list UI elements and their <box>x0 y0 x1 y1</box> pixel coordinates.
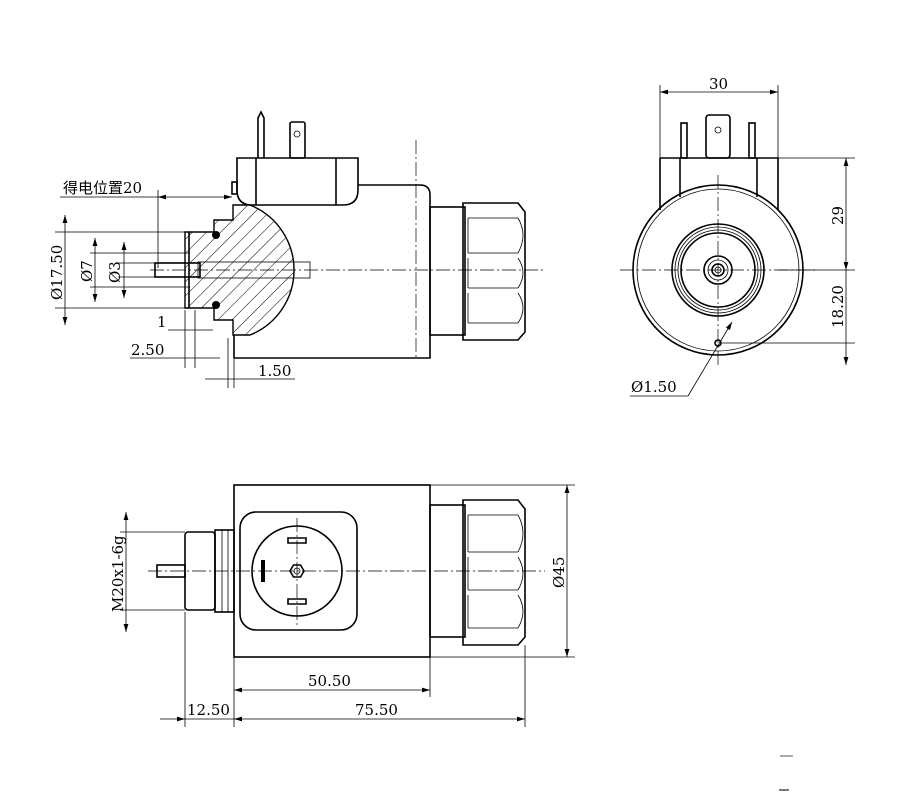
top-view: M20x1-6g Ø45 50.50 12.50 75.50 <box>109 484 575 727</box>
dim-hole: Ø1.50 <box>631 378 677 396</box>
dim-1-50: 1.50 <box>258 362 291 380</box>
dim-body-length: 50.50 <box>308 672 351 690</box>
connector-housing <box>231 110 359 206</box>
dim-2-50: 2.50 <box>131 341 164 359</box>
dim-mid-diameter: Ø7 <box>78 260 96 282</box>
side-section-view: 得电位置20 Ø17.50 Ø7 Ø3 1 2.50 1.50 <box>48 110 545 388</box>
dim-width: 30 <box>709 75 728 93</box>
dim-coil-diameter: Ø45 <box>550 557 568 588</box>
dim-height-bottom: 18.20 <box>829 285 847 328</box>
energized-position-label: 得电位置20 <box>63 179 142 197</box>
dim-pin-diameter: Ø3 <box>106 261 124 283</box>
dim-total-length: 75.50 <box>355 701 398 719</box>
dim-stub-length: 12.50 <box>187 701 230 719</box>
dim-thread: M20x1-6g <box>109 535 127 612</box>
end-view: 30 29 18.20 Ø1.50 <box>620 75 855 397</box>
dim-height-top: 29 <box>829 206 847 225</box>
dim-outer-diameter: Ø17.50 <box>48 245 66 300</box>
knurled-nut <box>462 202 526 341</box>
dim-1: 1 <box>157 313 167 331</box>
